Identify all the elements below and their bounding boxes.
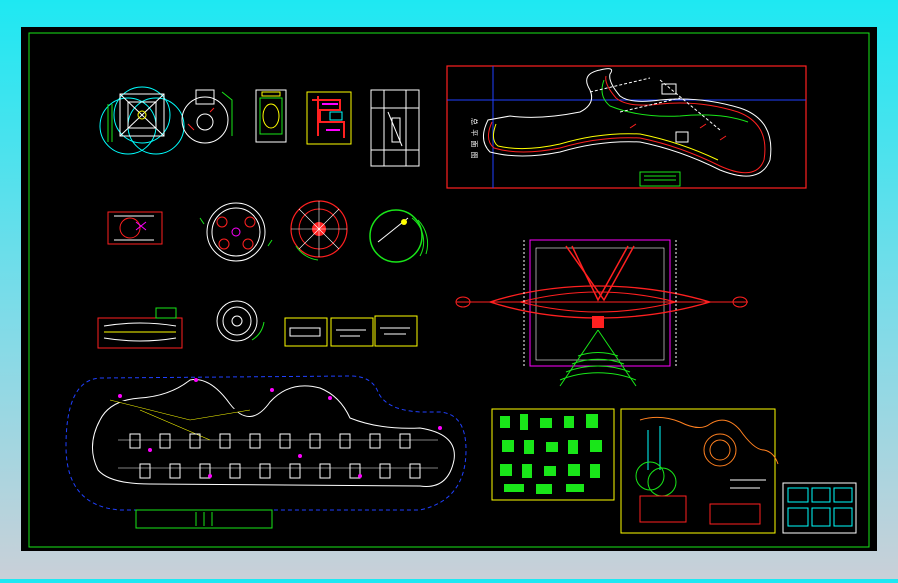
ferris-wheel-plan [290, 200, 348, 261]
drop-tower-plan [181, 89, 233, 144]
title-block-sheet [782, 482, 857, 534]
carousel-plan [216, 300, 265, 342]
boat-ride-plan [97, 307, 183, 349]
mini-sheet-2 [330, 317, 374, 347]
row3-small-plans [97, 300, 418, 349]
mini-sheet-1 [284, 317, 328, 347]
mini-sheet-3 [374, 315, 418, 347]
swing-ride-plan [107, 211, 163, 245]
svg-text:总 平 面 图: 总 平 面 图 [470, 118, 479, 159]
rotating-arm-ride-plan [369, 209, 429, 263]
viking-ship-ride-plan [455, 239, 748, 387]
row2-circular-rides [107, 200, 429, 263]
roller-coaster-track-plan: 总 平 面 图 [446, 65, 807, 189]
sheet-background [21, 27, 877, 551]
rotating-platform-plan [99, 86, 185, 155]
sheet-border [28, 32, 870, 548]
component-detail-sheet [491, 408, 615, 501]
bumper-car-plan [255, 89, 287, 143]
row1-equipment-plans [99, 86, 420, 167]
tower-elevation [370, 89, 420, 167]
maze-ride-plan [306, 91, 352, 145]
kiddie-train-track-plan [65, 375, 467, 529]
spinning-cup-plan [199, 202, 273, 262]
site-detail-sheet [620, 408, 779, 534]
